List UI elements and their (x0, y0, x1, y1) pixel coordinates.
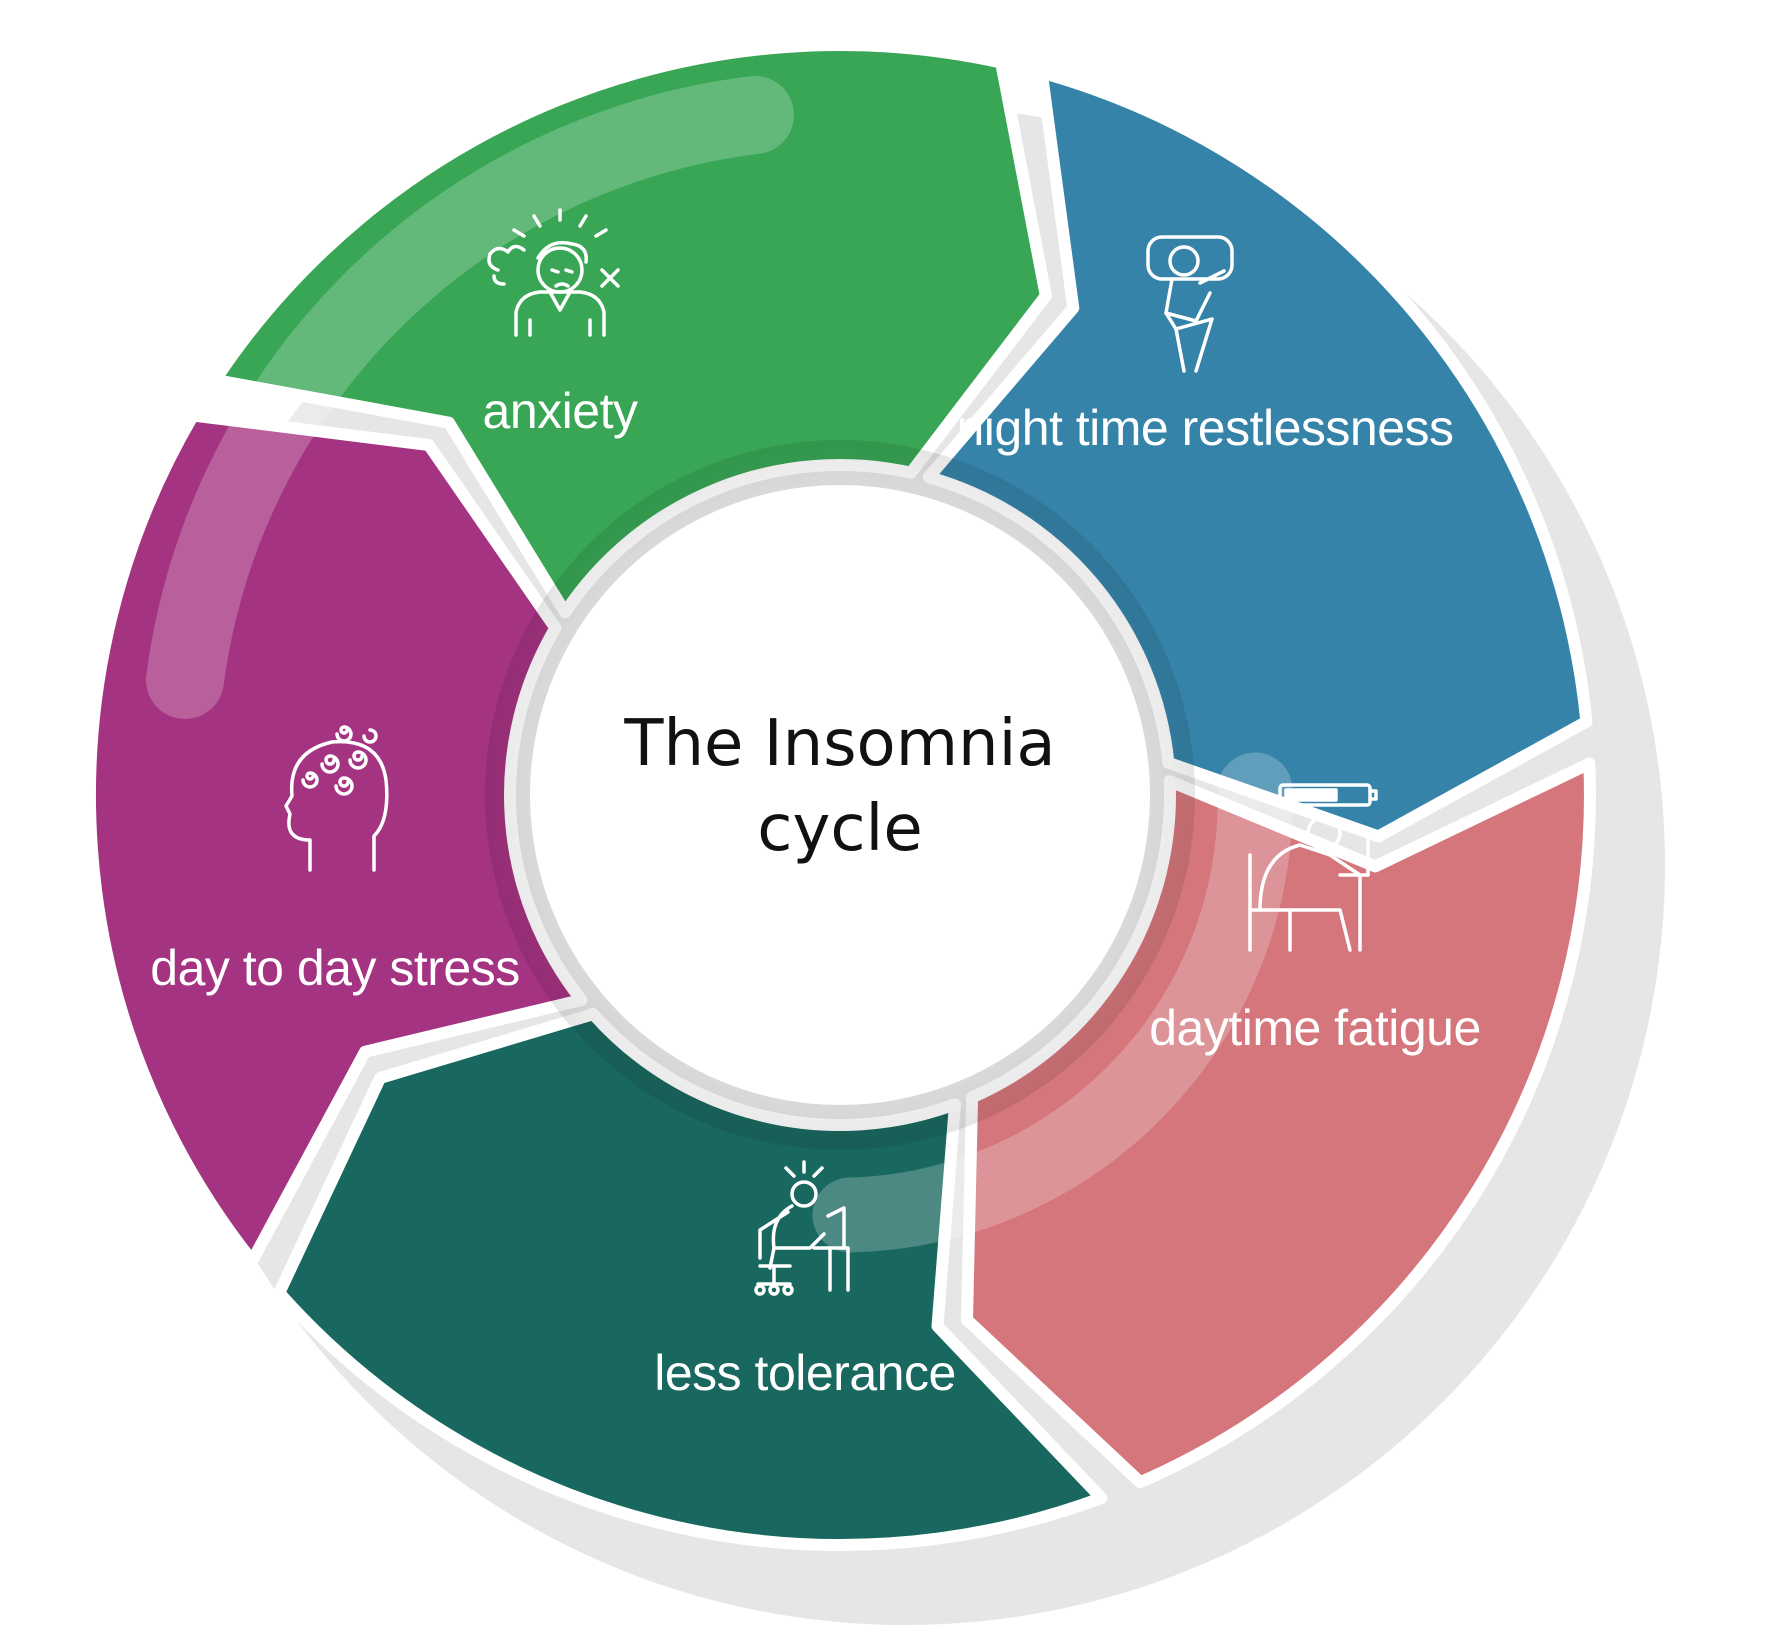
sleeping-person-icon (1146, 235, 1234, 373)
segment-label-stress: day to day stress (150, 940, 519, 996)
stressed-person-icon (487, 208, 620, 337)
center-title-line-2: cycle (757, 792, 922, 866)
center-circle (530, 485, 1150, 1105)
frustrated-worker-icon (754, 1160, 850, 1296)
segment-label-anxiety: anxiety (483, 383, 638, 439)
segment-label-tolerance: less tolerance (654, 1345, 956, 1401)
segment-label-fatigue: daytime fatigue (1149, 1000, 1481, 1056)
gloss-highlight-right (812, 752, 1293, 1253)
dizzy-head-icon (284, 725, 389, 872)
gloss-highlight-top (146, 76, 794, 719)
tired-worker-icon (1248, 783, 1378, 952)
center-title-line-1: The Insomnia (623, 707, 1055, 781)
segment-label-night: night time restlessness (956, 400, 1453, 456)
